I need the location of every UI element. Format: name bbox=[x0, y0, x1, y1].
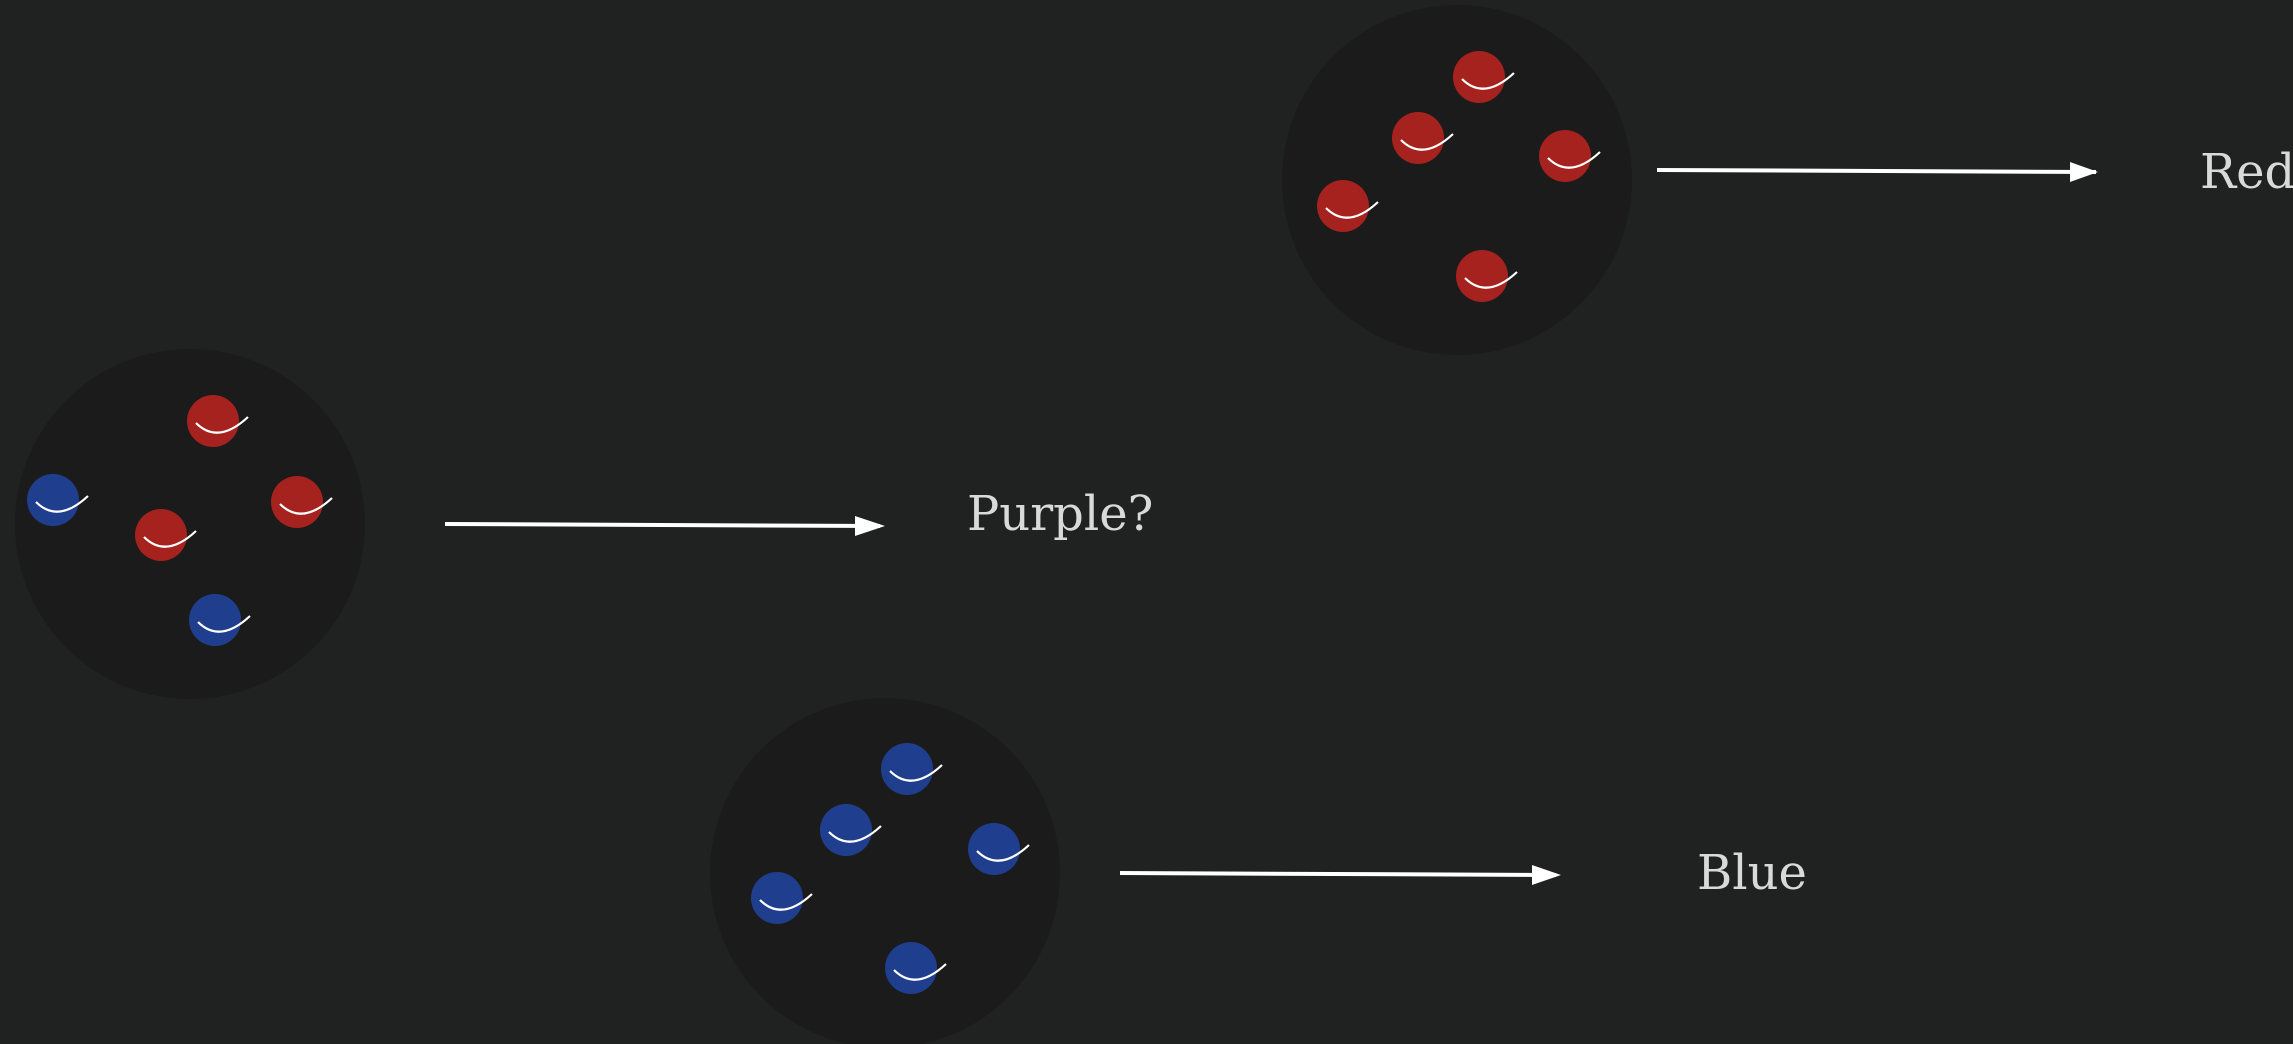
spin-arc bbox=[1400, 133, 1454, 151]
label-red: Red bbox=[2200, 144, 2293, 200]
group-red: Red bbox=[1282, 5, 2293, 355]
particles-blue bbox=[751, 743, 1030, 994]
spin-arc bbox=[143, 530, 197, 548]
container-blue bbox=[710, 698, 1060, 1044]
group-mixed: Purple? bbox=[15, 349, 1153, 699]
blue-particle bbox=[751, 872, 803, 924]
blue-particle bbox=[27, 474, 79, 526]
red-particle bbox=[1392, 112, 1444, 164]
blue-particle bbox=[189, 594, 241, 646]
spin-arc bbox=[1547, 151, 1601, 169]
arrowhead-mixed bbox=[855, 516, 885, 536]
arrowhead-red bbox=[2070, 162, 2098, 182]
spin-arc bbox=[893, 963, 947, 981]
spin-arc bbox=[197, 615, 251, 633]
blue-particle bbox=[885, 942, 937, 994]
blue-particle bbox=[881, 743, 933, 795]
arrowhead-blue bbox=[1532, 865, 1561, 885]
spin-arc bbox=[195, 416, 249, 434]
spin-arc bbox=[889, 764, 943, 782]
spin-arc bbox=[1325, 201, 1379, 219]
spin-arc bbox=[1461, 72, 1515, 90]
label-blue: Blue bbox=[1697, 845, 1807, 901]
spin-arc bbox=[279, 497, 333, 515]
red-particle bbox=[271, 476, 323, 528]
particles-mixed bbox=[27, 395, 333, 646]
red-particle bbox=[1456, 250, 1508, 302]
arrow-mixed bbox=[444, 522, 881, 528]
red-particle bbox=[1317, 180, 1369, 232]
spin-arc bbox=[976, 844, 1030, 862]
group-blue: Blue bbox=[710, 698, 1807, 1044]
blue-particle bbox=[820, 804, 872, 856]
spin-arc bbox=[828, 825, 882, 843]
spin-arc bbox=[1464, 271, 1518, 289]
red-particle bbox=[1453, 51, 1505, 103]
red-particle bbox=[135, 509, 187, 561]
container-mixed bbox=[15, 349, 365, 699]
container-red bbox=[1282, 5, 1632, 355]
label-mixed: Purple? bbox=[967, 486, 1153, 542]
particles-red bbox=[1317, 51, 1601, 302]
arrow-red bbox=[1656, 168, 2097, 174]
spin-arc bbox=[35, 495, 89, 513]
blue-particle bbox=[968, 823, 1020, 875]
arrow-blue bbox=[1119, 871, 1557, 877]
spin-arc bbox=[759, 893, 813, 911]
red-particle bbox=[1539, 130, 1591, 182]
red-particle bbox=[187, 395, 239, 447]
